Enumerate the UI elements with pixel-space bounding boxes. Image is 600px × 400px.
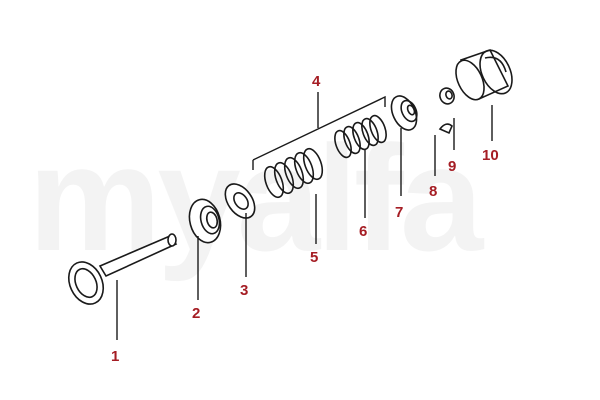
callout-9: 9 xyxy=(448,158,456,175)
watermark-text: myalfa xyxy=(28,114,483,282)
callout-6: 6 xyxy=(359,223,367,240)
part-collet-9 xyxy=(439,87,455,105)
leader-lines xyxy=(116,105,493,340)
callout-5: 5 xyxy=(310,249,318,266)
part-collet-8 xyxy=(438,123,453,135)
callout-8: 8 xyxy=(429,183,437,200)
callout-7: 7 xyxy=(395,204,403,221)
callout-labels: 1 2 3 4 5 6 7 8 9 10 xyxy=(111,73,499,365)
part-inner-spring xyxy=(334,114,387,159)
part-spring-retainer xyxy=(390,95,418,131)
callout-3: 3 xyxy=(240,282,248,299)
part-spring-seat-washer xyxy=(224,183,256,219)
part-outer-spring xyxy=(263,147,324,199)
callout-2: 2 xyxy=(192,305,200,322)
group-bracket-4 xyxy=(252,92,386,170)
part-valve xyxy=(67,233,178,305)
callout-1: 1 xyxy=(111,348,119,365)
callout-10: 10 xyxy=(482,147,499,164)
part-valve-seal xyxy=(188,198,222,244)
callout-4: 4 xyxy=(312,73,321,90)
part-tappet xyxy=(455,49,513,101)
